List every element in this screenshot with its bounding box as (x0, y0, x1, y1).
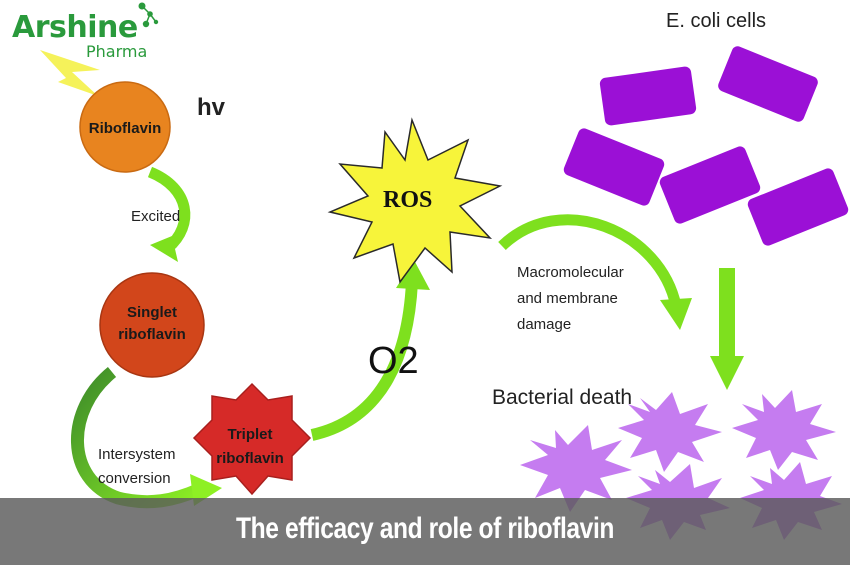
excited-arrow (147, 166, 191, 253)
death-arrowhead (710, 356, 744, 390)
hv-label: hv (197, 94, 226, 121)
singlet-node (99, 272, 205, 378)
bacterial-death-label: Bacterial death (492, 386, 633, 409)
singlet-label-2: riboflavin (118, 326, 186, 343)
dead-bacterium (520, 425, 632, 512)
excited-arrowhead (150, 236, 178, 262)
damage-arrow (498, 214, 682, 308)
triplet-node (192, 382, 312, 496)
excited-label: Excited (131, 208, 181, 225)
damage-label-3: damage (517, 316, 572, 333)
ecoli-cell (718, 46, 818, 122)
dead-bacterium (618, 392, 722, 472)
ecoli-cell (563, 128, 665, 206)
ecoli-cell (599, 66, 697, 126)
riboflavin-node (79, 81, 171, 173)
ecoli-cell (659, 146, 761, 224)
intersystem-label-2: conversion (98, 470, 171, 487)
banner-title: The efficacy and role of riboflavin (236, 512, 614, 545)
ecoli-cells (563, 46, 849, 246)
triplet-label-2: riboflavin (216, 450, 284, 467)
riboflavin-label: Riboflavin (88, 120, 162, 137)
ecoli-label: E. coli cells (666, 10, 767, 32)
triplet-label-1: Triplet (227, 426, 273, 443)
o2-arrow (310, 281, 418, 441)
molecule-icon (138, 2, 159, 28)
singlet-label-1: Singlet (126, 304, 177, 321)
o2-arrowhead (396, 260, 430, 290)
title-banner (0, 498, 850, 565)
o2-label: O2 (368, 340, 419, 382)
lightning-icon (40, 50, 100, 96)
arshine-logo: Arshine (12, 10, 138, 45)
ecoli-cell (747, 168, 849, 246)
damage-arrowhead (660, 298, 692, 330)
damage-label-2: and membrane (517, 290, 618, 307)
dead-bacterium (732, 390, 836, 470)
ros-label: ROS (383, 187, 433, 213)
damage-label-1: Macromolecular (517, 264, 624, 281)
death-arrow-shaft (719, 268, 735, 360)
intersystem-label-1: Intersystem (98, 446, 176, 463)
arshine-logo-sub: Pharma (86, 42, 148, 61)
ros-burst (327, 117, 503, 284)
